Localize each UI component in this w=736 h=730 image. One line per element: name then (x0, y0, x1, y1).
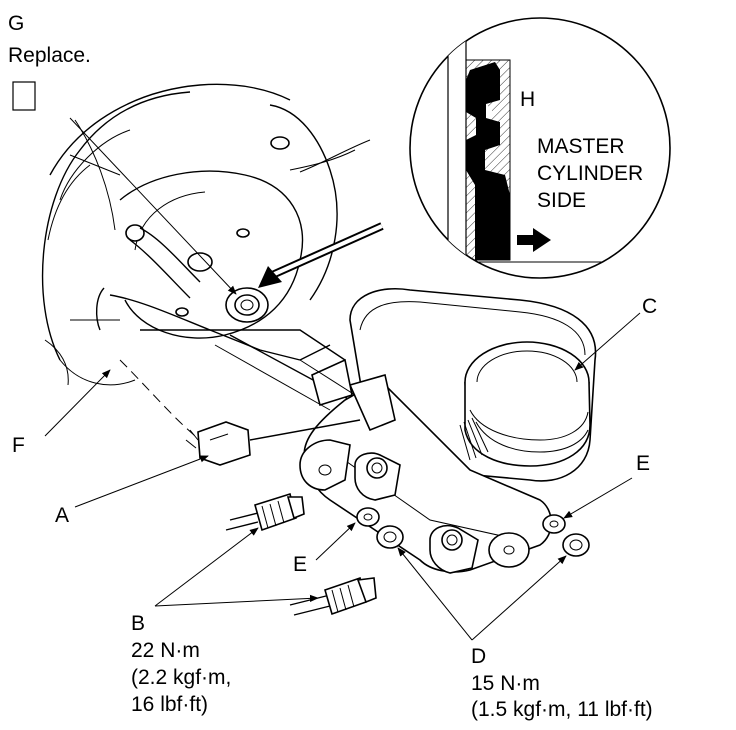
callout-a-letter: A (55, 504, 69, 527)
callout-b-torque-line2: (2.2 kgf·m, (131, 666, 231, 689)
detail-caption-line3: SIDE (537, 189, 586, 212)
callout-d-letter: D (471, 645, 486, 668)
brake-booster (41, 83, 371, 411)
callout-c-letter: C (642, 295, 657, 318)
callout-g-note: Replace. (8, 44, 91, 67)
washer-e-left (356, 507, 380, 527)
detail-caption-line1: MASTER (537, 135, 625, 158)
nut-d-right (562, 533, 590, 557)
callout-f-letter: F (12, 434, 25, 457)
washer-e-right (542, 514, 566, 534)
callout-e-right-letter: E (636, 452, 650, 475)
dashed-outline-f (119, 359, 201, 441)
callout-e-left-letter: E (293, 553, 307, 576)
callout-d-torque-line2: (1.5 kgf·m, 11 lbf·ft) (471, 698, 653, 721)
callout-b-torque-line3: 16 lbf·ft) (131, 693, 208, 716)
detail-caption-line2: CYLINDER (537, 162, 643, 185)
brake-line-fitting-upper (225, 492, 305, 532)
callout-g-letter: G (8, 12, 24, 35)
seal-detail-circle (409, 17, 671, 279)
nut-d-left (376, 525, 404, 549)
replace-symbol-box (12, 81, 36, 111)
leader-lines (44, 117, 641, 641)
callout-h-letter: H (520, 88, 535, 111)
callout-b-letter: B (131, 612, 145, 635)
detail-pointer-arrow (258, 222, 384, 288)
brake-line-fitting-lower (289, 576, 377, 616)
callout-d-torque-line1: 15 N·m (471, 672, 540, 695)
callout-b-torque-line1: 22 N·m (131, 639, 200, 662)
